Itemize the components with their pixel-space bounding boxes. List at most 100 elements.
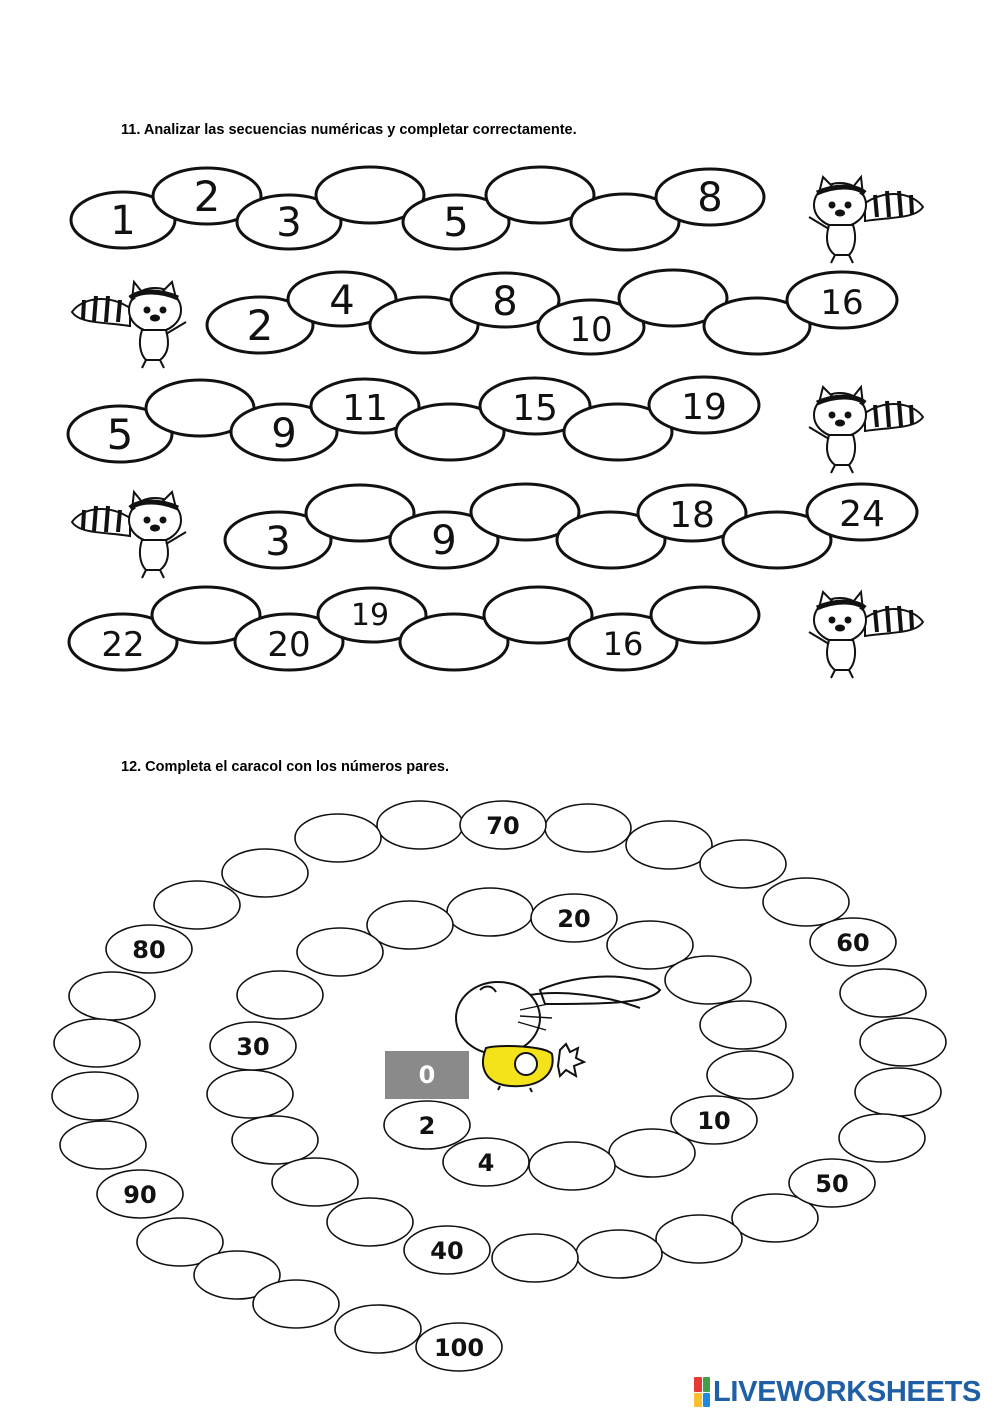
snail-circle-labeled[interactable] (788, 1158, 876, 1208)
raccoon-mascot-icon (808, 384, 925, 474)
snail-circle-labeled[interactable] (442, 1137, 530, 1187)
sequence-circle[interactable] (233, 612, 345, 672)
sequence-circle[interactable] (151, 166, 263, 226)
snail-circle[interactable] (544, 803, 632, 853)
snail-circle[interactable] (376, 800, 464, 850)
snail-circle-labeled[interactable] (383, 1100, 471, 1150)
snail-circle[interactable] (762, 877, 850, 927)
snail-circle[interactable] (446, 887, 534, 937)
snail-circle-labeled[interactable] (105, 924, 193, 974)
sequence-circle[interactable] (636, 483, 748, 543)
snail-circle[interactable] (252, 1279, 340, 1329)
snail-circle[interactable] (294, 813, 382, 863)
sequence-circle[interactable] (555, 510, 667, 570)
sequence-circle[interactable] (567, 612, 679, 672)
sequence-circle[interactable] (286, 270, 398, 328)
snail-circle-labeled[interactable] (530, 893, 618, 943)
snail-circle[interactable] (51, 1071, 139, 1121)
snail-circle[interactable] (731, 1193, 819, 1243)
snail-circle[interactable] (606, 920, 694, 970)
snail-circle-labeled[interactable] (459, 800, 547, 850)
snail-circle[interactable] (699, 1000, 787, 1050)
snail-circle[interactable] (153, 880, 241, 930)
snail-circle[interactable] (528, 1141, 616, 1191)
snail-circle[interactable] (236, 970, 324, 1020)
snail-circle[interactable] (838, 1113, 926, 1163)
sequence-circle[interactable] (654, 167, 766, 227)
snail-circle-labeled[interactable] (670, 1095, 758, 1145)
sequence-circle[interactable] (223, 510, 333, 570)
snail-circle[interactable] (664, 955, 752, 1005)
exercise-11-title: 11. Analizar las secuencias numéricas y … (121, 122, 577, 138)
snail-circle[interactable] (366, 900, 454, 950)
sequence-circle[interactable] (394, 402, 506, 462)
sequence-number: 19 (351, 598, 389, 633)
sequence-circle[interactable] (304, 483, 416, 543)
snail-circle[interactable] (491, 1233, 579, 1283)
sequence-circle[interactable] (235, 193, 343, 251)
snail-circle[interactable] (625, 820, 713, 870)
sequence-circle[interactable] (401, 193, 511, 251)
sequence-row-2: 2 4 8 10 16 (205, 268, 899, 356)
sequence-circle[interactable] (309, 377, 421, 435)
snail-circle-labeled[interactable] (96, 1169, 184, 1219)
sequence-number: 24 (839, 494, 885, 535)
sequence-circle[interactable] (805, 482, 919, 542)
sequence-circle[interactable] (617, 268, 729, 328)
sequence-circle[interactable] (67, 612, 179, 672)
snail-circle-labeled[interactable] (415, 1322, 503, 1372)
sequence-circle[interactable] (388, 510, 500, 570)
sequence-circle[interactable] (229, 402, 339, 462)
sequence-circle[interactable] (785, 270, 899, 330)
snail-number: 60 (836, 929, 869, 957)
snail-circle[interactable] (334, 1304, 422, 1354)
sequence-circle[interactable] (469, 482, 581, 542)
snail-number: 20 (557, 905, 590, 933)
snail-circle[interactable] (854, 1067, 942, 1117)
snail-circle[interactable] (231, 1115, 319, 1165)
snail-circle[interactable] (53, 1018, 141, 1068)
snail-circle-labeled[interactable] (209, 1021, 297, 1071)
snail-circle[interactable] (59, 1120, 147, 1170)
sequence-circle[interactable] (478, 376, 592, 436)
sequence-circle[interactable] (205, 295, 315, 355)
snail-circle[interactable] (206, 1069, 294, 1119)
snail-circle[interactable] (655, 1214, 743, 1264)
sequence-circle[interactable] (702, 296, 812, 356)
snail-circle[interactable] (271, 1157, 359, 1207)
sequence-circle[interactable] (562, 402, 674, 462)
sequence-circle[interactable] (316, 586, 428, 644)
sequence-number: 5 (443, 200, 468, 246)
snail-circle[interactable] (221, 848, 309, 898)
sequence-circle[interactable] (569, 192, 681, 252)
bunny-icon (455, 975, 662, 1093)
sequence-circle[interactable] (482, 585, 594, 645)
sequence-circle[interactable] (649, 585, 761, 645)
sequence-circle[interactable] (647, 375, 761, 435)
snail-circle[interactable] (68, 971, 156, 1021)
snail-circle[interactable] (326, 1197, 414, 1247)
sequence-number: 8 (492, 279, 517, 325)
sequence-circle[interactable] (536, 298, 646, 356)
liveworksheets-logo[interactable]: LIVEWORKSHEETS (694, 1374, 981, 1410)
snail-circle[interactable] (859, 1017, 947, 1067)
snail-circle[interactable] (296, 927, 384, 977)
sequence-circle[interactable] (449, 271, 561, 329)
snail-circle[interactable] (699, 839, 787, 889)
sequence-circle[interactable] (314, 165, 426, 225)
snail-circle-labeled[interactable] (403, 1225, 491, 1275)
sequence-circle[interactable] (66, 404, 174, 464)
snail-circle[interactable] (706, 1050, 794, 1100)
sequence-circle[interactable] (484, 165, 596, 225)
snail-circle[interactable] (136, 1217, 224, 1267)
start-number: 0 (419, 1061, 436, 1089)
exercise-11-sequences: 1 2 3 5 8 2 4 8 10 16 (66, 165, 925, 679)
sequence-circle[interactable] (398, 612, 510, 672)
snail-circle-labeled[interactable] (809, 917, 897, 967)
snail-circle[interactable] (839, 968, 927, 1018)
snail-circle[interactable] (193, 1250, 281, 1300)
sequence-circle[interactable] (721, 510, 833, 570)
sequence-circle[interactable] (150, 585, 262, 645)
snail-circle[interactable] (575, 1229, 663, 1279)
